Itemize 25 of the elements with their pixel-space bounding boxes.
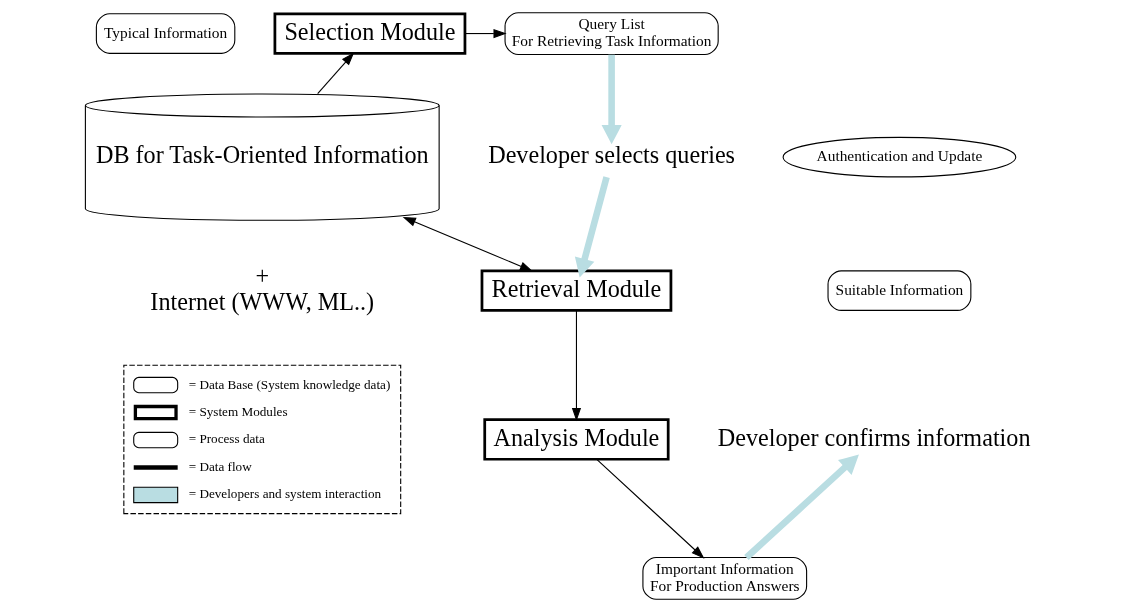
legend-label: = System Modules: [188, 403, 288, 419]
legend-label: = Developers and system interaction: [188, 486, 381, 502]
arrow: [316, 52, 354, 95]
arrow: [464, 28, 507, 39]
legend-label: = Data Base (System knowledge data): [188, 376, 390, 392]
node-box: Analysis Module: [482, 418, 670, 461]
node-label: Internet (WWW, ML..): [149, 287, 374, 315]
node-label: +: [254, 261, 269, 289]
node-text: Developer confirms information: [717, 423, 1030, 451]
legend-label: = Process data: [188, 431, 265, 447]
node-box: Typical Information: [95, 13, 235, 54]
node-box: Selection Module: [273, 12, 466, 55]
node-box: Retrieval Module: [480, 269, 672, 312]
node-box: Query List For Retrieving Task Information: [504, 12, 719, 55]
arrow: [574, 176, 610, 278]
arrow: [402, 216, 533, 272]
node-text: Developer selects queries: [487, 141, 735, 169]
arrow: [595, 458, 704, 559]
legend-label: = Data flow: [188, 458, 252, 474]
node-box: Important Information For Production Answers: [641, 557, 807, 600]
node-ellipse: Authentication and Update: [782, 136, 1016, 178]
arrow: [571, 310, 581, 422]
arrow: [601, 54, 622, 145]
node-box: Suitable Information: [827, 270, 971, 311]
arrow: [743, 454, 859, 560]
